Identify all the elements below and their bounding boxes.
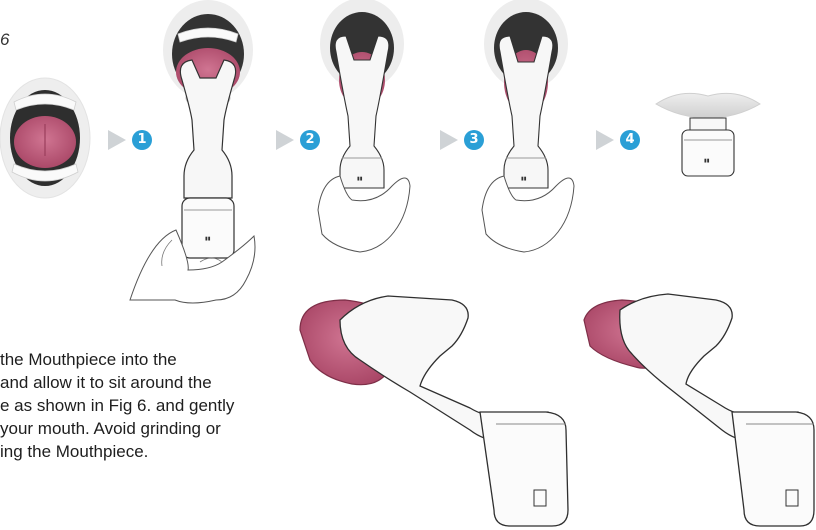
instruction-line: your mouth. Avoid grinding or (0, 417, 300, 440)
svg-text:▮▮: ▮▮ (704, 158, 710, 164)
step-1-illustration: ▮▮ (130, 0, 255, 303)
open-mouth-image (0, 78, 90, 198)
step-4-badge: 4 (620, 130, 640, 150)
step-2-badge: 2 (300, 130, 320, 150)
step-3-illustration: ▮▮ (482, 0, 574, 252)
svg-text:▮▮: ▮▮ (521, 176, 527, 182)
step-1-arrow (108, 130, 126, 150)
step-4-illustration: ▮▮ (656, 93, 760, 176)
svg-text:▮▮: ▮▮ (205, 236, 211, 242)
instruction-text: the Mouthpiece into the and allow it to … (0, 348, 300, 463)
step-4-arrow (596, 130, 614, 150)
device-closeup-left (300, 296, 568, 526)
instruction-line: and allow it to sit around the (0, 371, 300, 394)
instruction-line: ing the Mouthpiece. (0, 440, 300, 463)
step-3-badge: 3 (464, 130, 484, 150)
instruction-line: e as shown in Fig 6. and gently (0, 394, 300, 417)
device-closeup-right (584, 294, 814, 526)
svg-text:▮▮: ▮▮ (357, 176, 363, 182)
step-2-arrow (276, 130, 294, 150)
instruction-line: the Mouthpiece into the (0, 348, 300, 371)
step-1-badge: 1 (132, 130, 152, 150)
step-2-illustration: ▮▮ (318, 0, 410, 252)
step-3-arrow (440, 130, 458, 150)
